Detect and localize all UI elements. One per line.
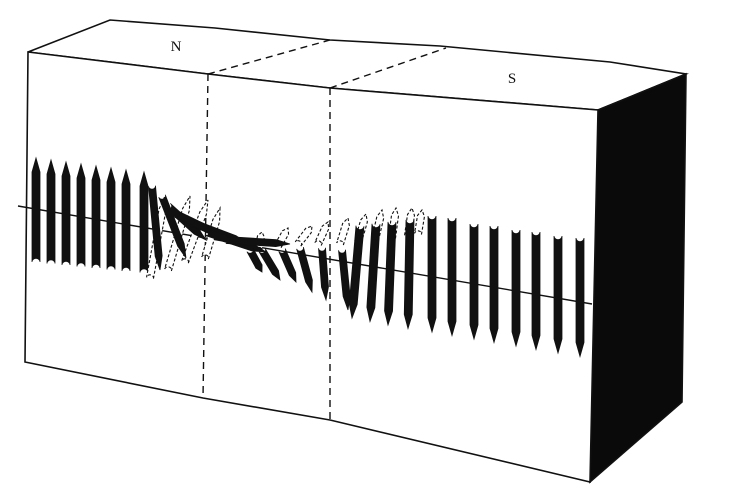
needle-up xyxy=(91,164,101,269)
needle-down xyxy=(553,235,563,355)
north-pole-label: N xyxy=(171,39,182,55)
needle-up xyxy=(31,156,41,263)
needle-down xyxy=(366,223,381,323)
south-pole-label: S xyxy=(508,71,516,87)
needle-down xyxy=(469,223,479,341)
needle-down xyxy=(427,215,437,334)
block-right-face xyxy=(589,72,687,484)
needle-rotating xyxy=(148,185,163,271)
needle-down xyxy=(511,229,521,348)
needle-rotating xyxy=(246,248,263,273)
needle-down xyxy=(348,225,365,320)
needle-up xyxy=(139,170,149,273)
needle-up xyxy=(106,166,116,270)
domain-wall-boundaries xyxy=(202,39,447,420)
needle-hidden xyxy=(336,216,350,246)
needle-up xyxy=(76,162,86,267)
needle-up xyxy=(121,168,131,272)
needle-rotating xyxy=(158,194,187,259)
needle-rotating xyxy=(258,247,281,281)
spin-needles xyxy=(31,156,585,358)
needle-hidden xyxy=(294,225,313,247)
needle-rotating xyxy=(225,236,291,248)
needle-rotating xyxy=(296,246,313,294)
needle-hidden xyxy=(314,221,330,246)
needle-hidden xyxy=(414,208,426,235)
needle-down xyxy=(531,231,541,351)
needle-down xyxy=(575,237,585,358)
needle-up xyxy=(46,158,56,264)
needle-down xyxy=(447,217,457,337)
needle-rotating xyxy=(278,248,297,283)
needle-down xyxy=(384,221,397,327)
needle-rotating xyxy=(338,249,351,311)
needle-down xyxy=(489,225,499,344)
needle-down xyxy=(403,219,415,330)
block-front-face xyxy=(24,51,599,484)
needle-rotating xyxy=(318,247,329,302)
needle-up xyxy=(61,160,71,266)
